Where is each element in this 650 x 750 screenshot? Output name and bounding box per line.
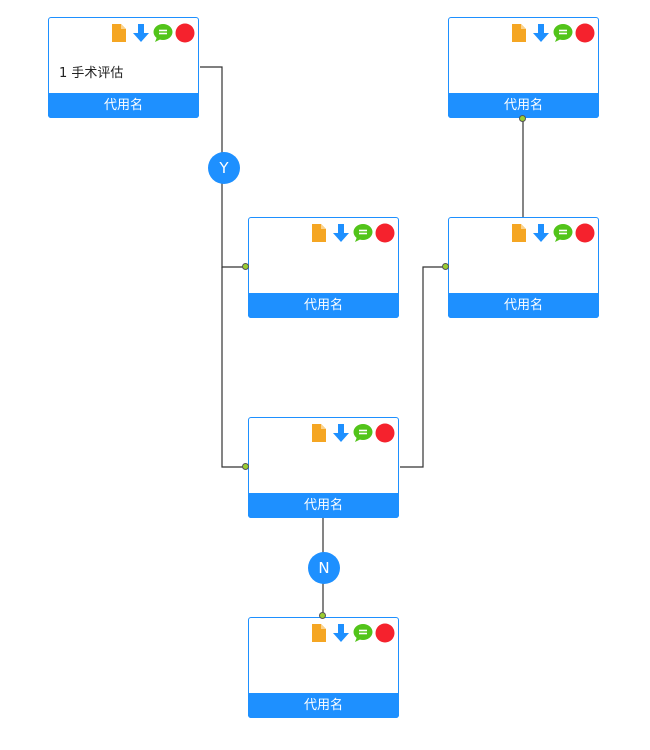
input-port[interactable] xyxy=(442,263,449,270)
download-arrow-icon[interactable] xyxy=(131,23,151,43)
document-icon[interactable] xyxy=(509,23,529,43)
delete-circle-icon[interactable] xyxy=(575,23,595,43)
document-icon[interactable] xyxy=(109,23,129,43)
document-icon[interactable] xyxy=(309,423,329,443)
comment-icon[interactable] xyxy=(553,23,573,43)
node-toolbar xyxy=(309,223,395,243)
node-footer-label: 代用名 xyxy=(48,93,199,118)
input-port[interactable] xyxy=(242,463,249,470)
document-icon[interactable] xyxy=(309,623,329,643)
document-icon[interactable] xyxy=(309,223,329,243)
delete-circle-icon[interactable] xyxy=(175,23,195,43)
document-icon[interactable] xyxy=(509,223,529,243)
download-arrow-icon[interactable] xyxy=(331,623,351,643)
node-footer-label: 代用名 xyxy=(448,293,599,318)
branch-yes-badge[interactable]: Y xyxy=(208,152,240,184)
download-arrow-icon[interactable] xyxy=(331,223,351,243)
branch-no-badge[interactable]: N xyxy=(308,552,340,584)
comment-icon[interactable] xyxy=(153,23,173,43)
node-toolbar xyxy=(309,423,395,443)
flow-node[interactable]: 代用名 xyxy=(248,417,399,518)
input-port[interactable] xyxy=(242,263,249,270)
flow-node[interactable]: 代用名 xyxy=(448,217,599,318)
connector-n1-to-n5 xyxy=(221,267,245,468)
flow-node[interactable]: 代用名 xyxy=(448,17,599,118)
input-port[interactable] xyxy=(319,612,326,619)
flow-node[interactable]: 1 手术评估 代用名 xyxy=(48,17,199,118)
node-title: 1 手术评估 xyxy=(59,66,124,81)
delete-circle-icon[interactable] xyxy=(375,623,395,643)
node-footer-label: 代用名 xyxy=(248,293,399,318)
flow-node[interactable]: 代用名 xyxy=(248,617,399,718)
download-arrow-icon[interactable] xyxy=(531,23,551,43)
node-toolbar xyxy=(509,23,595,43)
flow-node[interactable]: 代用名 xyxy=(248,217,399,318)
delete-circle-icon[interactable] xyxy=(575,223,595,243)
comment-icon[interactable] xyxy=(353,623,373,643)
connector-n5-to-n4 xyxy=(400,266,445,468)
delete-circle-icon[interactable] xyxy=(375,423,395,443)
input-port[interactable] xyxy=(519,115,526,122)
comment-icon[interactable] xyxy=(353,423,373,443)
node-footer-label: 代用名 xyxy=(248,493,399,518)
download-arrow-icon[interactable] xyxy=(331,423,351,443)
comment-icon[interactable] xyxy=(553,223,573,243)
node-footer-label: 代用名 xyxy=(448,93,599,118)
node-toolbar xyxy=(309,623,395,643)
node-toolbar xyxy=(109,23,195,43)
delete-circle-icon[interactable] xyxy=(375,223,395,243)
node-toolbar xyxy=(509,223,595,243)
download-arrow-icon[interactable] xyxy=(531,223,551,243)
comment-icon[interactable] xyxy=(353,223,373,243)
node-footer-label: 代用名 xyxy=(248,693,399,718)
